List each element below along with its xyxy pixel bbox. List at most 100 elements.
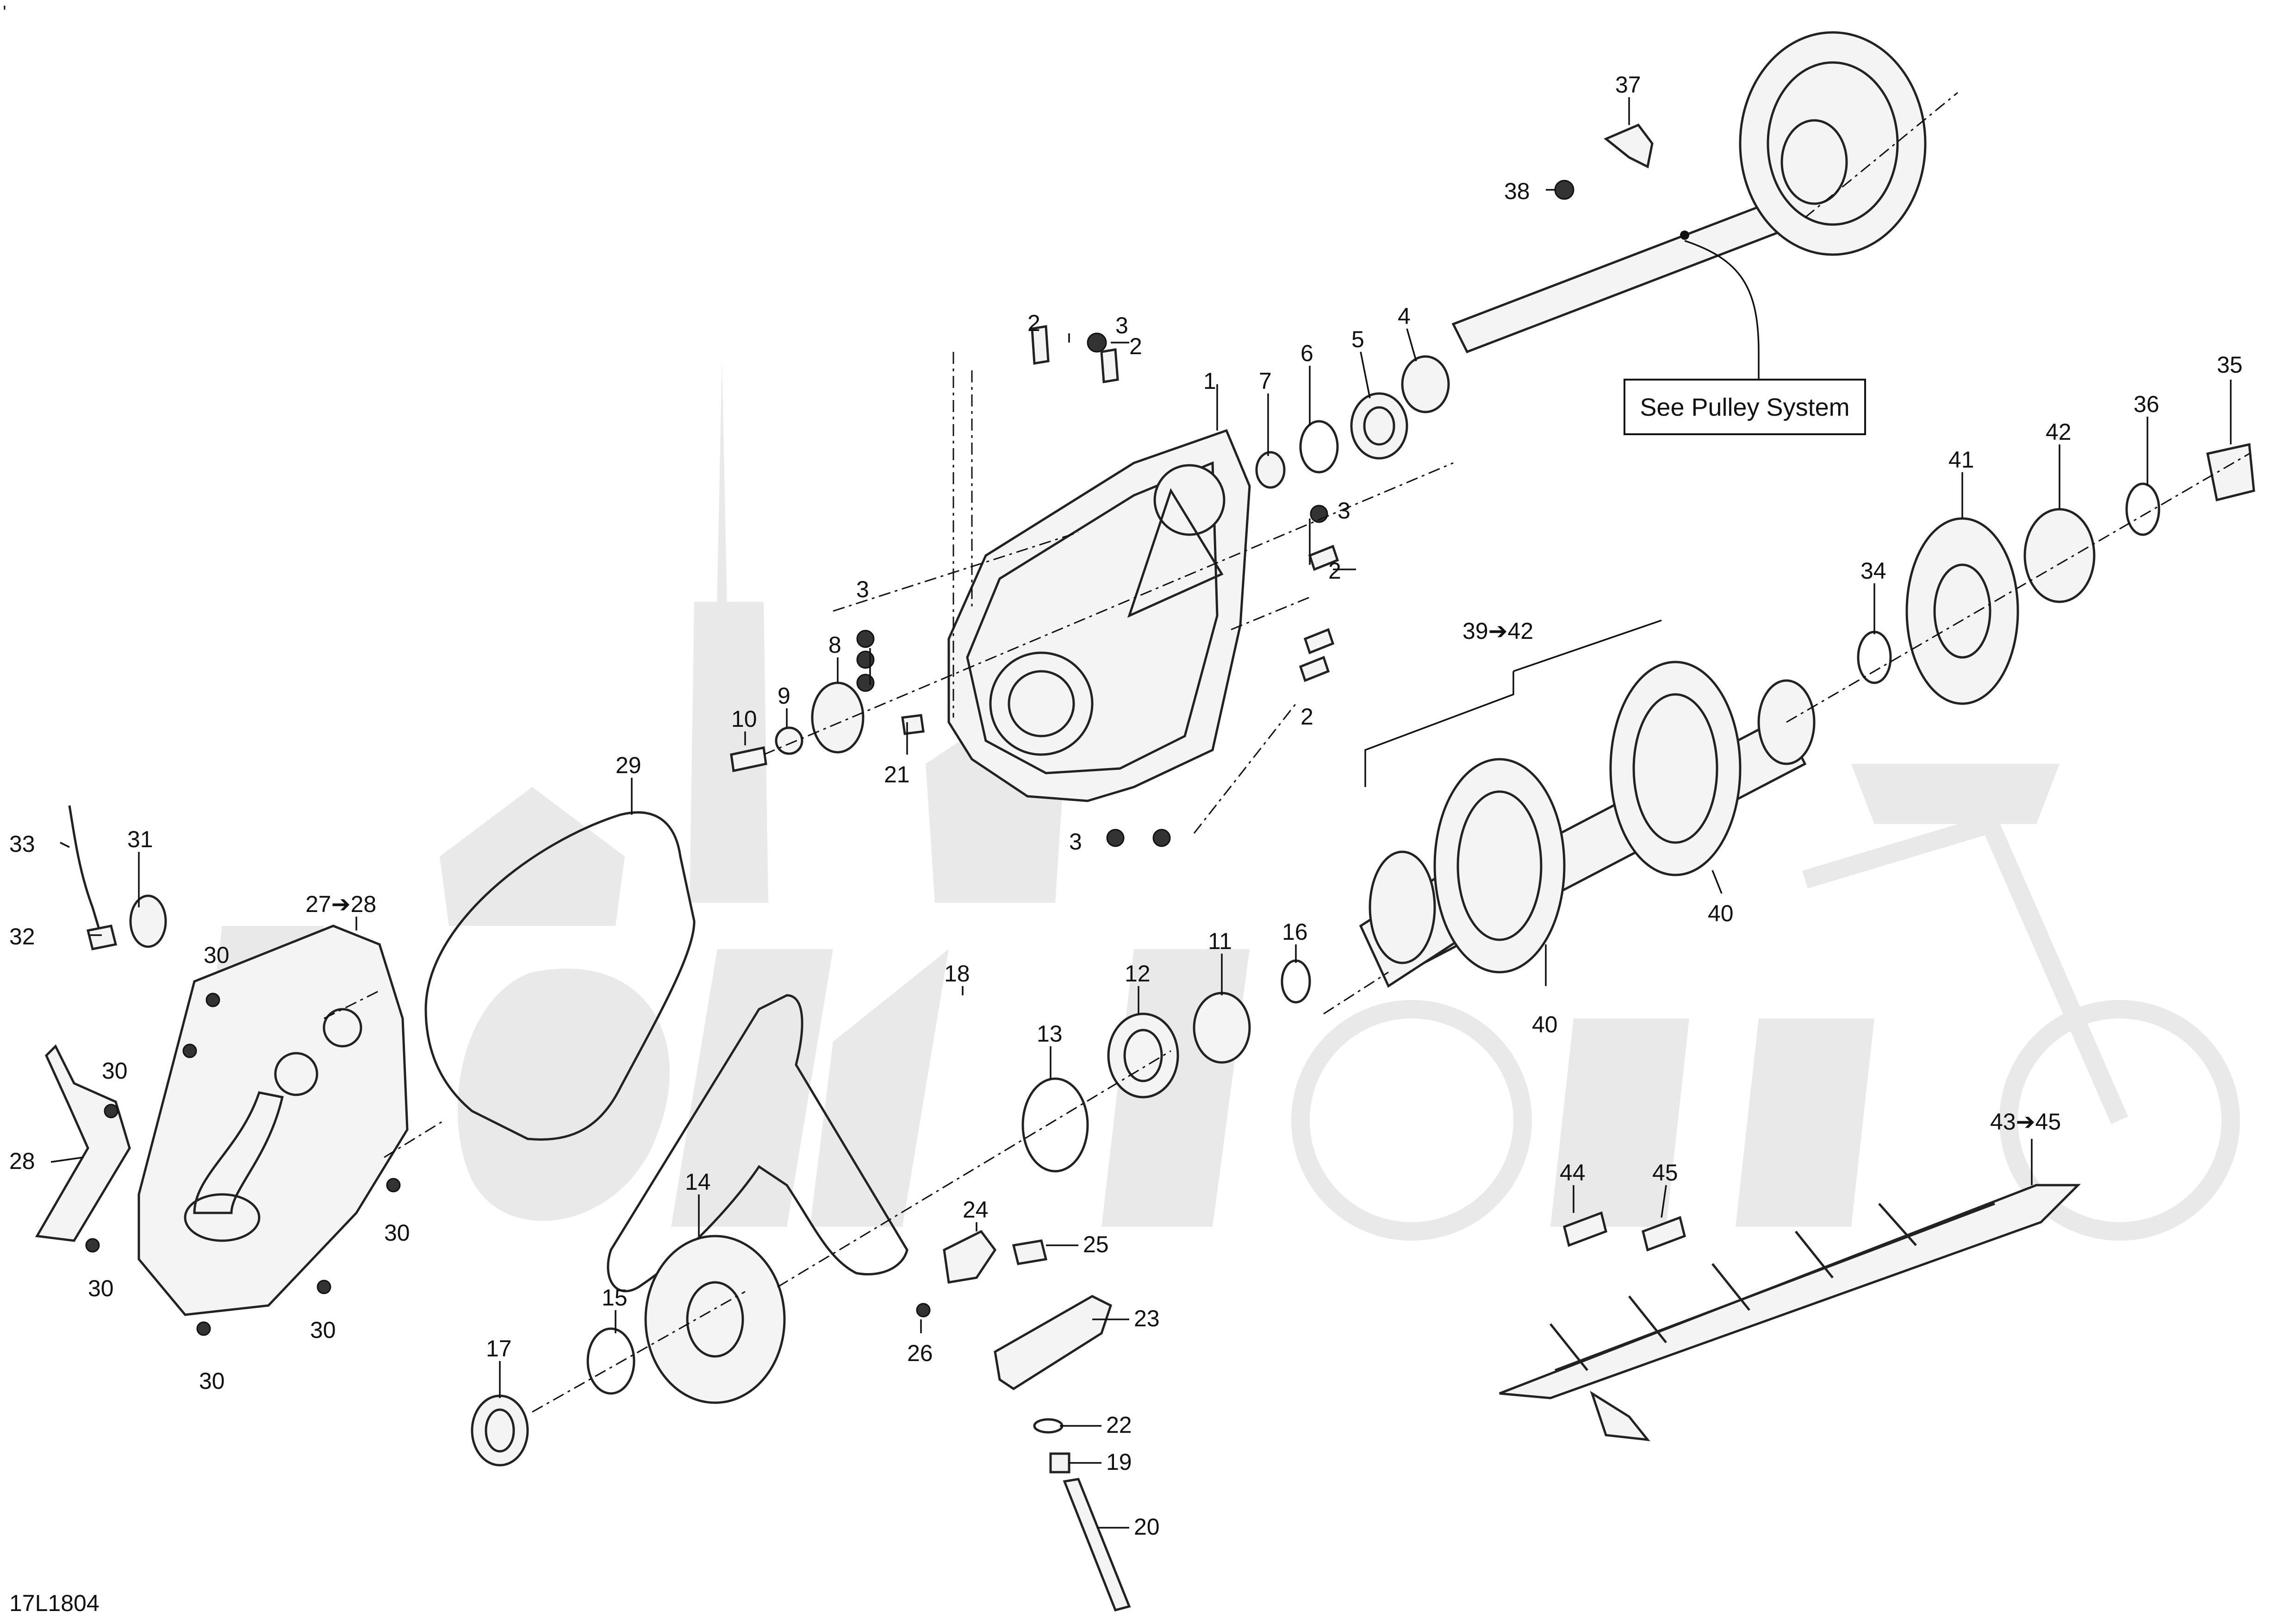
callout-16: 16 (1282, 919, 1308, 945)
bracket (35, 1044, 131, 1242)
callout-37: 37 (1615, 72, 1641, 98)
gasket (424, 811, 696, 1141)
callout-29: 29 (616, 752, 641, 778)
pin-20 (1063, 1478, 1131, 1612)
corner-mark: ' (3, 2, 6, 23)
callout-34: 34 (1860, 558, 1886, 584)
callout-42: 42 (2046, 419, 2072, 445)
callout-2b: 2 (1129, 333, 1142, 359)
callout-6: 6 (1300, 340, 1313, 366)
seal-11 (1193, 992, 1251, 1064)
callout-24: 24 (963, 1197, 989, 1223)
leader-lines (50, 97, 2232, 1529)
nut-38 (1554, 180, 1574, 200)
vent-hose (68, 805, 101, 931)
callout-2d: 2 (1300, 704, 1313, 730)
callout-1: 1 (1203, 368, 1216, 394)
callout-3c: 3 (856, 576, 869, 602)
callout-23: 23 (1134, 1305, 1160, 1331)
callout-3a: 3 (1115, 312, 1128, 338)
ring-6 (1299, 420, 1339, 474)
callout-4: 4 (1398, 303, 1411, 329)
callout-40b: 40 (1708, 900, 1734, 926)
traction-grid (1499, 1184, 2081, 1442)
axis-lines (324, 92, 2250, 1413)
callout-26: 26 (907, 1340, 933, 1366)
nut-26 (916, 1303, 931, 1318)
callout-41: 41 (1948, 447, 1974, 473)
cap-35 (2206, 443, 2255, 502)
fitting (86, 924, 118, 950)
callout-12: 12 (1125, 961, 1151, 987)
callout-30f: 30 (199, 1368, 225, 1394)
bearing-17 (471, 1394, 529, 1467)
callout-8: 8 (828, 632, 841, 658)
callout-30b: 30 (102, 1058, 128, 1084)
pulley-system-label: See Pulley System (1640, 394, 1849, 421)
callout-27: 27➔28 (305, 891, 376, 917)
seal-4 (1401, 355, 1450, 413)
callout-33: 33 (9, 831, 35, 857)
callout-11: 11 (1208, 928, 1232, 954)
plug-21 (901, 714, 925, 735)
callout-3b: 3 (1338, 498, 1350, 524)
washer-9 (775, 726, 803, 755)
callout-45: 45 (1652, 1160, 1678, 1186)
lower-sprocket (644, 1235, 786, 1404)
callout-43: 43➔45 (1990, 1109, 2061, 1135)
callout-14: 14 (685, 1169, 711, 1195)
callout-3d: 3 (1069, 829, 1082, 855)
callout-20: 20 (1134, 1514, 1160, 1540)
callout-32: 32 (9, 924, 35, 949)
callout-31: 31 (127, 826, 153, 852)
bearing-12 (1107, 1012, 1179, 1099)
tensioner-arm (994, 1295, 1113, 1390)
callout-28: 28 (9, 1148, 35, 1174)
snap-ring-15 (586, 1327, 635, 1395)
ring-16 (1281, 959, 1311, 1004)
callout-7: 7 (1259, 368, 1272, 394)
callout-13: 13 (1037, 1021, 1063, 1047)
drawing-code: 17L1804 (9, 1590, 100, 1616)
callout-39: 39➔42 (1462, 618, 1533, 644)
callout-36: 36 (2134, 391, 2159, 417)
see-pulley-system-box: See Pulley System (1624, 231, 1866, 435)
callout-44: 44 (1560, 1160, 1586, 1186)
bolt-10 (730, 746, 767, 773)
callout-25: 25 (1083, 1231, 1109, 1257)
callout-30a: 30 (204, 942, 230, 968)
callout-9: 9 (778, 683, 790, 709)
callout-18: 18 (944, 961, 970, 987)
washer-22 (1033, 1418, 1064, 1434)
callout-labels: 1 2 2 2 2 3 3 3 3 4 5 6 7 8 9 10 11 12 1… (9, 72, 2243, 1540)
callout-22: 22 (1106, 1412, 1132, 1438)
drive-chain (607, 994, 908, 1293)
callout-21: 21 (884, 762, 910, 787)
bearing-42 (2023, 508, 2096, 603)
callout-5: 5 (1351, 326, 1364, 352)
callout-38: 38 (1504, 178, 1530, 204)
callout-10: 10 (731, 706, 757, 732)
ring-36 (2125, 482, 2160, 536)
clip-45 (1642, 1216, 1686, 1252)
sleeve-19 (1049, 1452, 1070, 1474)
callout-30d: 30 (88, 1275, 114, 1301)
bracket-37 (1604, 123, 1654, 169)
pulley-shaft (1451, 193, 1807, 354)
drive-axle (1359, 661, 1816, 988)
fasteners (85, 325, 1339, 1336)
bearing-housing-41 (1905, 517, 2019, 705)
ring-34 (1857, 631, 1892, 684)
ring-7 (1255, 451, 1286, 489)
driven-pulley (1739, 31, 1927, 256)
tensioner-lever (943, 1230, 997, 1284)
callout-2a: 2 (1027, 310, 1040, 336)
small-sprocket (811, 681, 865, 754)
chaincase-housing (947, 429, 1251, 802)
bearing-5 (1350, 392, 1408, 460)
callout-30e: 30 (310, 1317, 336, 1343)
callout-19: 19 (1106, 1449, 1132, 1475)
callout-17: 17 (486, 1336, 512, 1362)
callout-15: 15 (602, 1285, 628, 1311)
